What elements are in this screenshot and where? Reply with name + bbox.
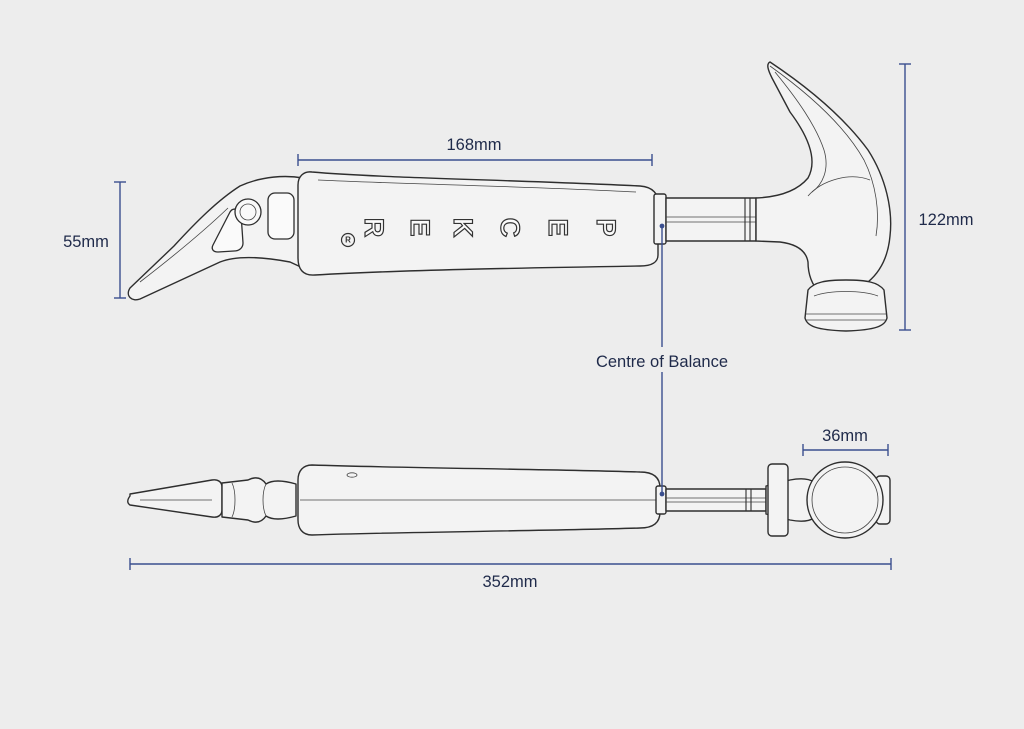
striking-face-side xyxy=(804,279,888,332)
brand-letter-e1: E xyxy=(543,218,573,237)
dimension-overall-length: 352mm xyxy=(129,558,892,591)
balance-point-side xyxy=(659,223,665,229)
dimension-tip-height: 55mm xyxy=(63,181,126,299)
shaft-side xyxy=(665,197,757,242)
brand-letter-p: P xyxy=(591,218,621,237)
registered-mark-icon xyxy=(340,232,356,248)
pry-tip-top xyxy=(127,479,223,518)
dimension-label-36mm: 36mm xyxy=(822,427,868,445)
tip-neck-top xyxy=(221,477,297,523)
pry-tip-cutout-rect xyxy=(267,192,295,240)
pry-tip-inner-edge xyxy=(139,207,229,283)
grip-side xyxy=(297,171,659,276)
brand-lettering: P E C K E R R xyxy=(340,217,621,248)
dimension-handle-length: 168mm xyxy=(297,136,653,166)
dimension-label-122mm: 122mm xyxy=(918,211,973,229)
dimension-label-55mm: 55mm xyxy=(63,233,109,251)
brand-letter-k: K xyxy=(448,218,478,239)
striking-face-top xyxy=(806,461,884,539)
hammer-top-view xyxy=(127,461,891,539)
balance-point-top xyxy=(659,491,665,497)
brand-letter-c: C xyxy=(495,218,525,239)
hammer-side-view: P E C K E R R xyxy=(127,61,892,332)
pry-tip-cutout-round xyxy=(234,198,262,226)
centre-of-balance-label: Centre of Balance xyxy=(596,353,728,371)
collar-side xyxy=(653,193,667,245)
dimension-head-height: 122mm xyxy=(899,63,974,331)
dimension-head-width: 36mm xyxy=(802,427,889,456)
collar-top xyxy=(655,485,667,515)
centre-of-balance-marker: Centre of Balance xyxy=(596,223,728,497)
dimension-label-352mm: 352mm xyxy=(482,573,537,591)
registered-mark-letter: R xyxy=(345,236,351,245)
dimension-label-168mm: 168mm xyxy=(446,136,501,154)
claw-top xyxy=(767,463,789,537)
brand-letter-r: R xyxy=(359,218,389,239)
brand-letter-e2: E xyxy=(405,218,435,237)
